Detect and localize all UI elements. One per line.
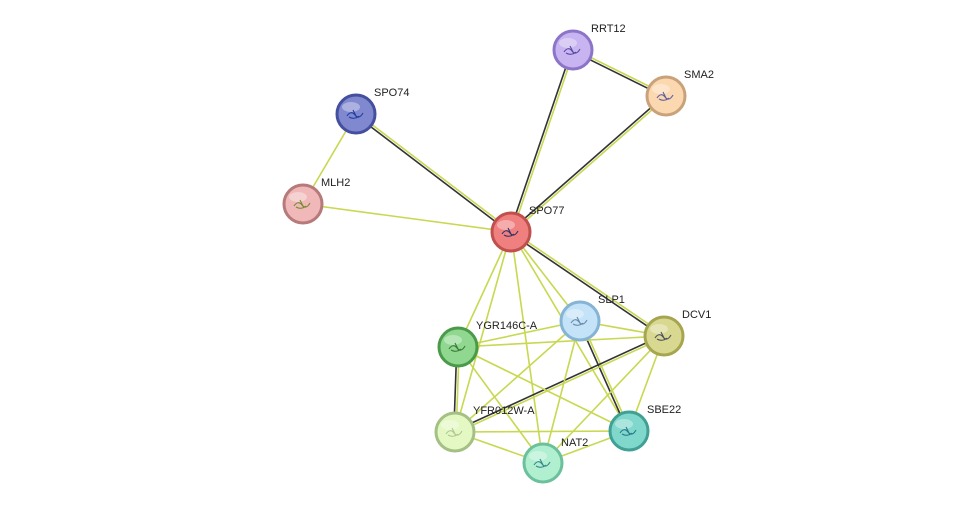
node-sbe22[interactable]: SBE22 <box>608 404 681 452</box>
node-label: YFR012W-A <box>473 405 535 417</box>
edge-channel-coexpression <box>509 94 666 232</box>
node-label: MLH2 <box>321 177 350 189</box>
node-circle <box>282 183 324 225</box>
protein-structure-icon <box>346 109 364 119</box>
node-circle <box>434 411 476 453</box>
node-slp1[interactable]: SLP1 <box>559 294 625 342</box>
edge-ygr146c-a-sbe22[interactable] <box>457 346 630 432</box>
node-circle <box>552 29 594 71</box>
edge-dcv1-nat2[interactable] <box>542 335 665 464</box>
edge-channel-text <box>542 335 665 464</box>
node-label: SBE22 <box>647 404 681 416</box>
node-gloss <box>441 420 459 430</box>
edge-channel-text <box>457 335 665 348</box>
edge-channel-text <box>457 346 630 432</box>
protein-structure-icon <box>533 458 551 468</box>
edge-channel-coexpression <box>509 49 573 232</box>
edge-spo77-ygr146c-a[interactable] <box>457 231 512 348</box>
edge-channel-text <box>511 50 575 233</box>
edge-channel-text <box>511 96 668 234</box>
protein-structure-icon <box>654 331 672 341</box>
edge-channel-text <box>510 231 544 464</box>
edge-rrt12-spo77[interactable] <box>509 49 575 233</box>
node-circle <box>608 410 650 452</box>
node-sma2[interactable]: SMA2 <box>645 69 714 117</box>
node-label: YGR146C-A <box>476 320 538 332</box>
edge-channel-text <box>454 430 630 433</box>
edge-sma2-spo77[interactable] <box>509 94 668 234</box>
edge-channel-coexpression <box>509 232 664 338</box>
edge-channel-text <box>457 231 512 348</box>
node-yfr012w-a[interactable]: YFR012W-A <box>434 405 535 453</box>
edge-dcv1-ygr146c-a[interactable] <box>457 335 665 348</box>
node-label: SMA2 <box>684 69 714 81</box>
node-spo74[interactable]: SPO74 <box>335 87 409 135</box>
protein-structure-icon <box>448 342 466 352</box>
protein-structure-icon <box>619 426 637 436</box>
node-label: SPO74 <box>374 87 409 99</box>
node-ygr146c-a[interactable]: YGR146C-A <box>437 320 538 368</box>
edge-channel-text <box>302 203 512 233</box>
protein-structure-icon <box>656 91 674 101</box>
node-mlh2[interactable]: MLH2 <box>282 177 350 225</box>
node-label: RRT12 <box>591 23 626 35</box>
node-gloss <box>650 324 668 334</box>
node-rrt12[interactable]: RRT12 <box>552 23 626 71</box>
node-gloss <box>615 419 633 429</box>
node-gloss <box>289 192 307 202</box>
protein-structure-icon <box>563 45 581 55</box>
node-circle <box>645 75 687 117</box>
protein-structure-icon <box>445 427 463 437</box>
edge-channel-text <box>542 320 581 464</box>
node-circle <box>437 326 479 368</box>
node-label: SLP1 <box>598 294 625 306</box>
edge-mlh2-spo77[interactable] <box>302 203 512 233</box>
edge-channel-text <box>454 231 512 433</box>
node-circle <box>335 93 377 135</box>
protein-structure-icon <box>501 227 519 237</box>
node-spo77[interactable]: SPO77 <box>490 205 564 253</box>
edge-slp1-nat2[interactable] <box>542 320 581 464</box>
edge-spo77-nat2[interactable] <box>510 231 544 464</box>
node-dcv1[interactable]: DCV1 <box>643 309 711 357</box>
edge-channel-text <box>511 230 666 336</box>
protein-structure-icon <box>570 316 588 326</box>
node-gloss <box>566 309 584 319</box>
edge-spo74-spo77[interactable] <box>354 112 513 234</box>
node-label: DCV1 <box>682 309 711 321</box>
node-circle <box>559 300 601 342</box>
node-circle <box>522 442 564 484</box>
node-gloss <box>652 84 670 94</box>
protein-structure-icon <box>293 199 311 209</box>
node-gloss <box>497 220 515 230</box>
node-gloss <box>342 102 360 112</box>
edge-spo77-dcv1[interactable] <box>509 230 666 338</box>
edge-channel-text <box>455 336 665 434</box>
edge-yfr012w-a-sbe22[interactable] <box>454 430 630 433</box>
node-gloss <box>444 335 462 345</box>
edge-channel-coexpression <box>454 334 664 432</box>
node-circle <box>490 211 532 253</box>
node-circle <box>643 315 685 357</box>
edge-slp1-ygr146c-a[interactable] <box>457 320 581 348</box>
node-nat2[interactable]: NAT2 <box>522 437 588 484</box>
node-gloss <box>529 451 547 461</box>
node-label: NAT2 <box>561 437 588 449</box>
edge-dcv1-yfr012w-a[interactable] <box>454 334 665 434</box>
edge-ygr146c-a-nat2[interactable] <box>457 346 544 464</box>
node-gloss <box>559 38 577 48</box>
edge-channel-text <box>457 346 544 464</box>
edge-channel-text <box>356 112 513 232</box>
edge-channel-coexpression <box>354 114 511 234</box>
edge-spo77-yfr012w-a[interactable] <box>454 231 512 433</box>
edge-channel-text <box>457 320 581 348</box>
node-label: SPO77 <box>529 205 564 217</box>
